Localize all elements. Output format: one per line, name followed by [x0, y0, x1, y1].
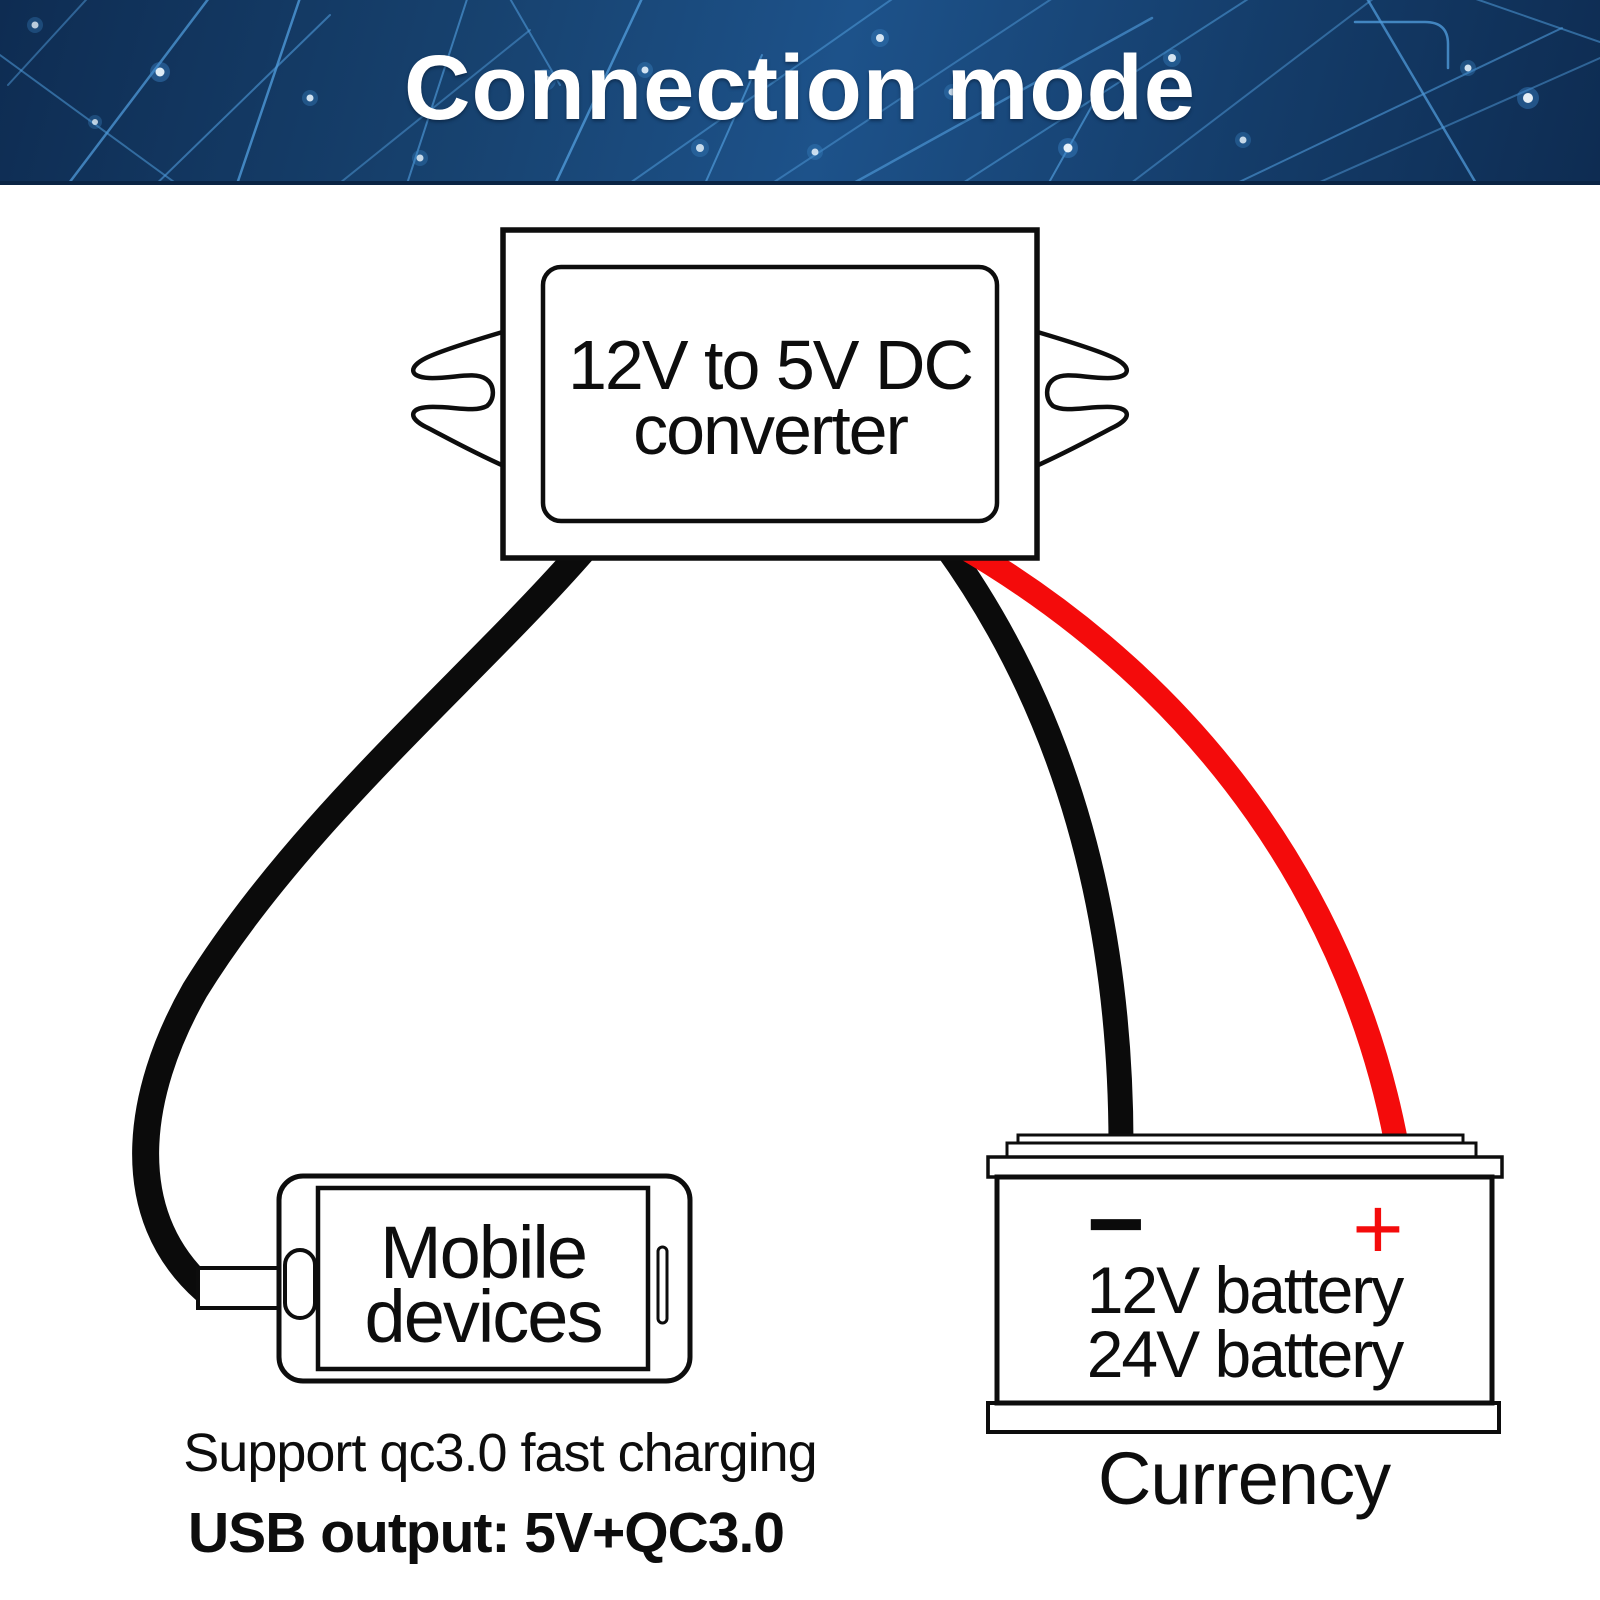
mobile-label-line1: Mobile — [380, 1211, 588, 1294]
phone-screen — [315, 1185, 651, 1372]
header-banner: Connection mode — [0, 0, 1600, 185]
support-charging-note: Support qc3.0 fast charging — [183, 1423, 817, 1483]
converter-mounting-tab-right — [1033, 328, 1129, 470]
converter-label-line2: converter — [633, 391, 909, 469]
glow-dots-decoration — [27, 17, 1539, 166]
battery-lid-layer-2 — [1005, 1141, 1478, 1159]
battery-label: 12V battery 24V battery — [997, 1253, 1492, 1391]
circuit-lines-decoration — [0, 0, 1600, 181]
usb-wire-to-phone — [132, 534, 599, 1304]
negative-wire-to-battery — [934, 537, 1134, 1151]
page-title: Connection mode — [404, 37, 1196, 139]
battery-negative-terminal-symbol: − — [1086, 1168, 1146, 1280]
phone-home-button — [283, 1248, 317, 1320]
battery-lid-lip — [986, 1155, 1504, 1179]
battery-caption: Currency — [1097, 1437, 1391, 1520]
battery-body — [994, 1174, 1495, 1406]
mobile-device-label: Mobile devices — [318, 1211, 648, 1358]
battery-label-line1: 12V battery — [1086, 1253, 1405, 1327]
positive-wire-to-battery — [953, 534, 1410, 1155]
battery-positive-terminal-symbol: + — [1352, 1179, 1404, 1278]
converter-label: 12V to 5V DC converter — [543, 326, 997, 469]
battery-base — [986, 1401, 1501, 1434]
converter-label-line1: 12V to 5V DC — [568, 326, 974, 404]
usb-connector-plug — [196, 1266, 282, 1310]
converter-mounting-tab-left — [411, 328, 507, 470]
mobile-label-line2: devices — [364, 1275, 604, 1358]
usb-output-note: USB output: 5V+QC3.0 — [188, 1501, 785, 1565]
converter-inner-panel — [540, 264, 1000, 524]
battery-label-line2: 24V battery — [1086, 1317, 1405, 1391]
phone-speaker-slit — [656, 1245, 669, 1325]
